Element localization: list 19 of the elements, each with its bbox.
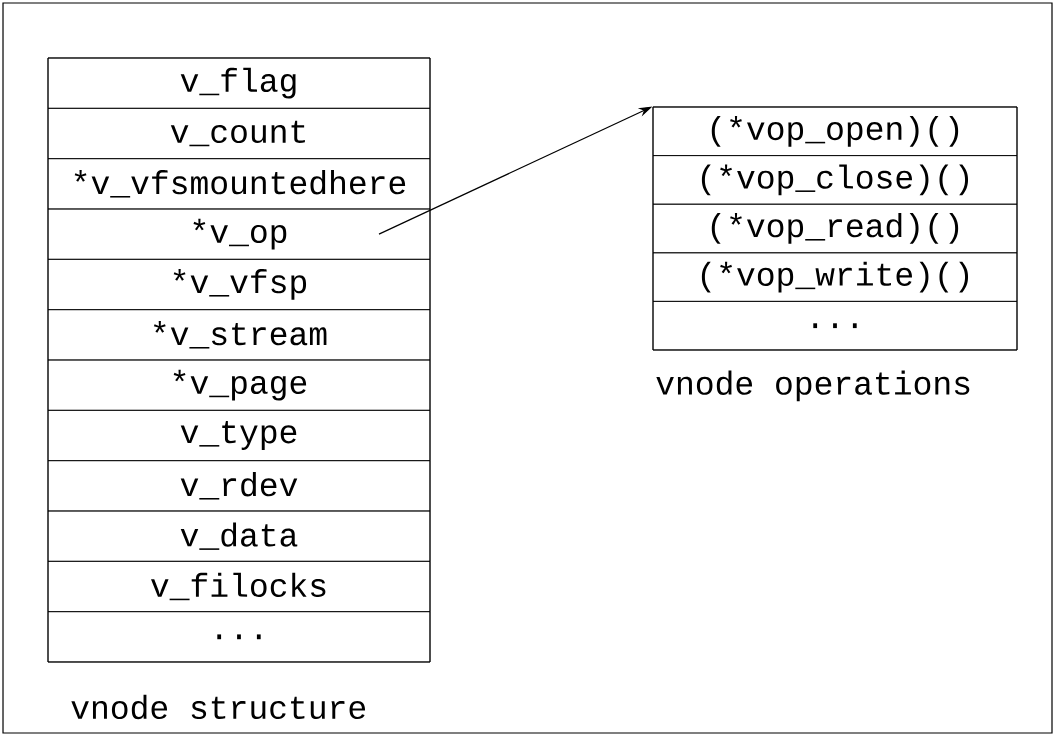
table-row: ...: [652, 301, 1018, 351]
table-row: (*vop_write)(): [652, 252, 1018, 302]
table-row: *v_vfsp: [47, 258, 431, 311]
table-row: *v_vfsmountedhere: [47, 158, 431, 210]
table-row: v_filocks: [47, 560, 431, 613]
table-row: ...: [47, 611, 431, 663]
table-row: v_type: [47, 409, 431, 462]
table-row: v_data: [47, 510, 431, 562]
table-row: (*vop_open)(): [652, 106, 1018, 156]
table-row: v_rdev: [47, 460, 431, 512]
table-row: v_count: [47, 107, 431, 160]
table-row: (*vop_read)(): [652, 203, 1018, 254]
table-row: *v_page: [47, 359, 431, 411]
table-row: v_flag: [47, 57, 431, 109]
table-row: *v_stream: [47, 309, 431, 361]
table-row: (*vop_close)(): [652, 155, 1018, 205]
node-label: vnode structure: [71, 694, 366, 720]
node-label: vnode operations: [656, 370, 970, 402]
table-row: *v_op: [47, 208, 431, 260]
